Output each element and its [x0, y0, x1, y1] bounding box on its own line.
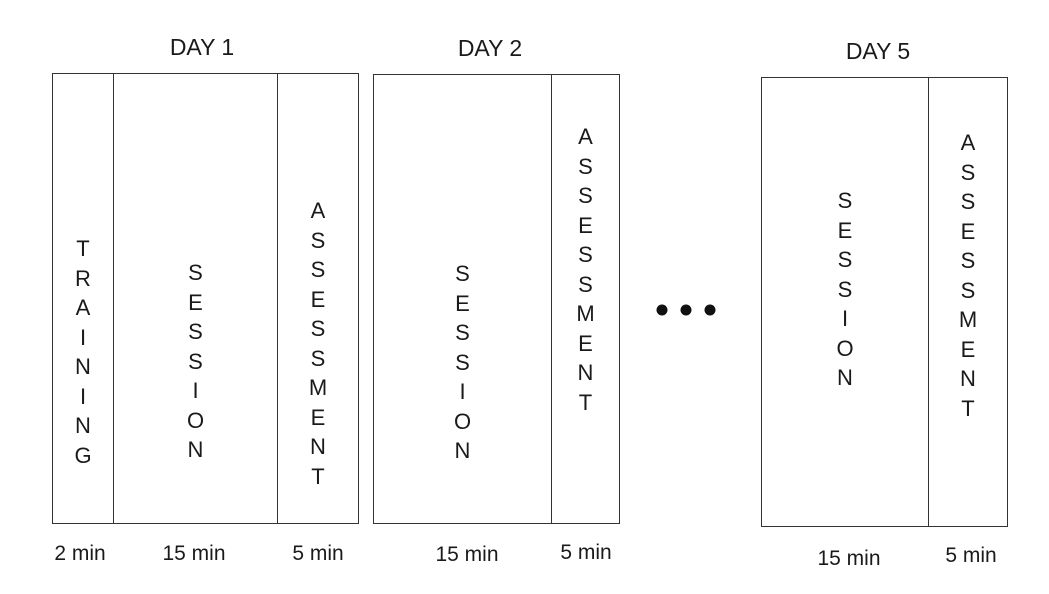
day-5-assessment-column: A S S E S S M E N T — [928, 78, 1007, 526]
day-2-assessment-label: A S S E S S M E N T — [576, 124, 595, 415]
day-2-assessment-column: A S S E S S M E N T — [551, 75, 619, 523]
day-5-assessment-label: A S S E S S M E N T — [958, 130, 978, 421]
day-2-box: S E S S I O N A S S E S S M E N T — [373, 74, 620, 524]
day-5-assessment-duration: 5 min — [945, 544, 997, 567]
day-2-session-duration: 15 min — [435, 543, 499, 566]
day-1-assessment-duration: 5 min — [292, 542, 344, 565]
day-1-training-label: T R A I N I N G — [74, 236, 92, 468]
day-1-box: T R A I N I N G S E S S I O N A S S E S … — [52, 73, 359, 524]
day-5-session-duration: 15 min — [817, 547, 881, 570]
day-1-session-duration: 15 min — [162, 542, 226, 565]
ellipsis-icon — [656, 304, 716, 316]
day-1-session-column: S E S S I O N — [113, 74, 277, 523]
day-5-title: DAY 5 — [845, 38, 911, 64]
day-1-session-label: S E S S I O N — [186, 260, 205, 462]
day-5-session-column: S E S S I O N — [762, 78, 928, 526]
day-2-session-column: S E S S I O N — [374, 75, 551, 523]
day-2-assessment-duration: 5 min — [560, 541, 612, 564]
day-2-title: DAY 2 — [457, 35, 523, 61]
day-2-session-label: S E S S I O N — [453, 261, 472, 463]
day-5-box: S E S S I O N A S S E S S M E N T — [761, 77, 1008, 527]
day-1-training-duration: 2 min — [54, 542, 106, 565]
day-1-title: DAY 1 — [169, 34, 235, 60]
day-1-training-column: T R A I N I N G — [53, 74, 113, 523]
day-5-session-label: S E S S I O N — [836, 188, 854, 390]
day-1-assessment-label: A S S E S S M E N T — [308, 198, 328, 489]
day-1-assessment-column: A S S E S S M E N T — [277, 74, 358, 523]
